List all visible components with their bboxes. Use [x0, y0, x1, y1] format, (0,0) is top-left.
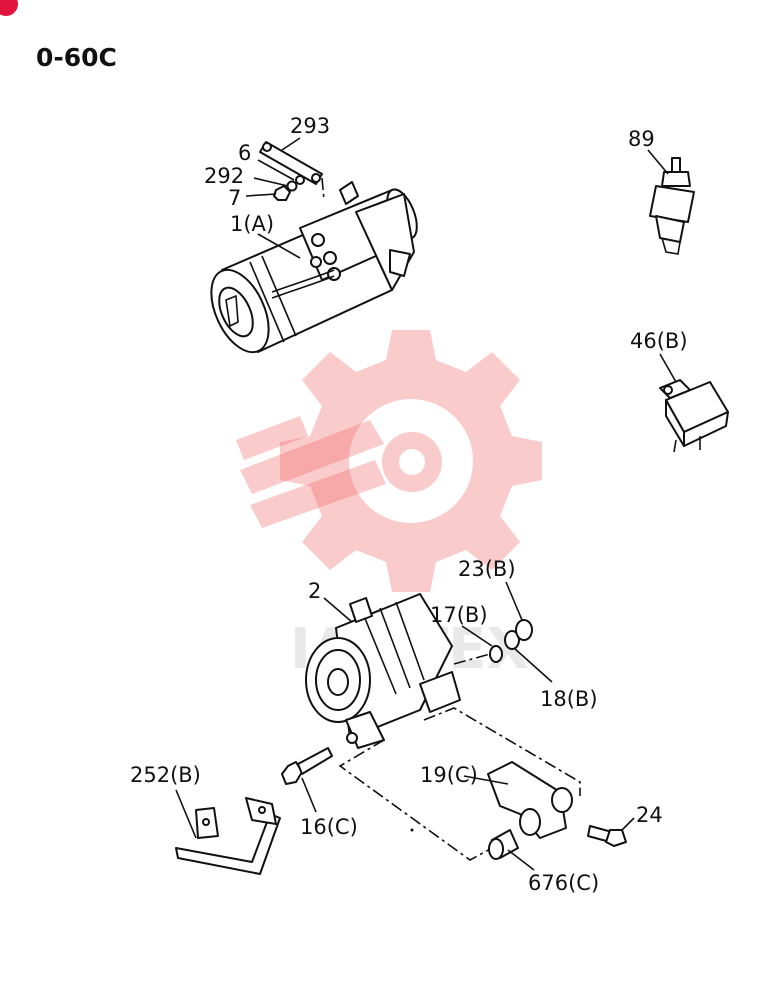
sender-unit-89[interactable] [649, 157, 695, 255]
washer-18b[interactable] [504, 630, 520, 650]
nut-23b[interactable] [515, 619, 533, 641]
leader-89 [647, 149, 669, 175]
leader-16c [301, 777, 317, 813]
relay-46b[interactable] [659, 379, 729, 453]
leader-252b [175, 789, 197, 839]
leader-46b [659, 353, 677, 383]
alternator[interactable] [305, 593, 461, 749]
leader-7 [245, 193, 277, 197]
bracket-252b[interactable] [175, 797, 281, 875]
assembly-line [321, 177, 325, 201]
bolt-24[interactable] [587, 825, 627, 847]
starter-motor[interactable] [200, 181, 423, 361]
callout-23b[interactable]: 23(B) [458, 557, 516, 581]
page-code: 0-60C [36, 43, 117, 72]
leader-2 [323, 597, 353, 623]
callout-19c[interactable]: 19(C) [420, 763, 478, 787]
leader-293 [281, 137, 301, 151]
strap-hole [311, 173, 321, 183]
leader-17b [461, 625, 493, 647]
callout-6[interactable]: 6 [238, 141, 251, 165]
strap-293[interactable] [259, 141, 323, 185]
assembly-line [423, 707, 581, 796]
leader-18b [513, 647, 553, 683]
washer-17b[interactable] [489, 645, 503, 663]
callout-293[interactable]: 293 [290, 114, 330, 138]
bushing-676c[interactable] [488, 829, 519, 860]
leader-292 [253, 177, 289, 187]
callout-292[interactable]: 292 [204, 164, 244, 188]
callout-89[interactable]: 89 [628, 127, 655, 151]
leader-19c [463, 775, 509, 785]
callout-46b[interactable]: 46(B) [630, 329, 688, 353]
corner-badge [0, 0, 18, 16]
callout-676c[interactable]: 676(C) [528, 871, 599, 895]
bracket-19c[interactable] [487, 761, 573, 839]
washer-6[interactable] [295, 175, 305, 185]
callout-252b[interactable]: 252(B) [130, 763, 201, 787]
callout-2[interactable]: 2 [308, 579, 321, 603]
strap-hole [262, 142, 272, 152]
nut-7[interactable] [273, 185, 291, 201]
washer-292[interactable] [286, 180, 298, 192]
bolt-16c[interactable] [281, 747, 333, 785]
watermark-gear-logo [236, 330, 542, 592]
leader-23b [505, 581, 523, 621]
leader-6 [257, 159, 295, 181]
leader-24 [621, 817, 635, 831]
leader-1a [257, 233, 301, 259]
callout-17b[interactable]: 17(B) [430, 603, 488, 627]
leader-676c [507, 849, 535, 871]
assembly-line [453, 653, 491, 665]
callout-24[interactable]: 24 [636, 803, 663, 827]
callout-7[interactable]: 7 [228, 186, 241, 210]
assembly-line [338, 739, 493, 861]
callout-18b[interactable]: 18(B) [540, 687, 598, 711]
callout-1a[interactable]: 1(A) [230, 212, 274, 236]
callout-16c[interactable]: 16(C) [300, 815, 358, 839]
speck [410, 828, 414, 832]
